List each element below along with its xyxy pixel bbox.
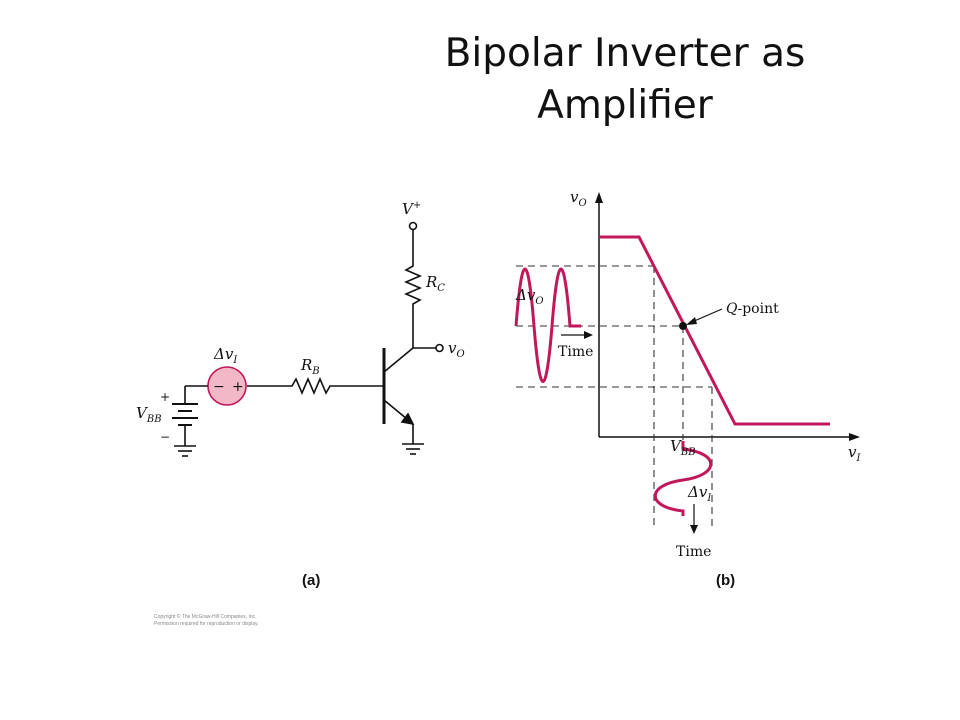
vbb-graph-label: VBB bbox=[670, 437, 696, 458]
graph-labels: vO vI Q-point ΔvO Time VBB ΔvI Time bbox=[515, 188, 861, 560]
title-line-2: Amplifier bbox=[537, 83, 713, 128]
transfer-curve bbox=[599, 235, 830, 426]
y-axis-label: vO bbox=[570, 188, 587, 209]
output-terminal bbox=[435, 343, 444, 353]
q-point-arrowhead bbox=[686, 317, 697, 325]
time-label-bottom: Time bbox=[676, 544, 711, 560]
emitter-arrow bbox=[400, 412, 415, 426]
caption-a: (a) bbox=[302, 572, 320, 589]
copyright-line-1: Copyright © The McGraw-Hill Companies, I… bbox=[154, 614, 257, 620]
vo-label: vO bbox=[448, 339, 465, 360]
transfer-graph bbox=[514, 192, 860, 534]
vbb-label: VBB bbox=[136, 404, 162, 425]
circuit-labels: V+ RC RB vO ΔvI − + + − VBB bbox=[136, 200, 465, 444]
dvo-label: ΔvO bbox=[515, 286, 544, 307]
q-point-dot bbox=[679, 322, 687, 330]
output-sinusoid bbox=[514, 267, 581, 383]
copyright-notice: Copyright © The McGraw-Hill Companies, I… bbox=[154, 614, 259, 628]
time-arrow-bottom-head bbox=[690, 525, 698, 534]
dvi-label: ΔvI bbox=[213, 345, 238, 366]
collector-diagonal bbox=[383, 347, 414, 373]
copyright-line-2: Permission required for reproduction or … bbox=[154, 621, 259, 627]
supply-terminal bbox=[408, 221, 418, 231]
slide-title: Bipolar Inverter as Amplifier bbox=[330, 28, 920, 132]
rc-resistor bbox=[403, 262, 423, 308]
time-arrow-left-head bbox=[584, 331, 593, 339]
source-minus: − bbox=[213, 379, 225, 395]
x-axis-arrow bbox=[849, 433, 860, 441]
battery-minus: − bbox=[160, 430, 170, 444]
guide-lines bbox=[516, 265, 713, 530]
source-plus: + bbox=[232, 379, 244, 395]
caption-b: (b) bbox=[716, 572, 735, 589]
rc-label: RC bbox=[425, 273, 445, 294]
circuit-diagram bbox=[172, 221, 444, 457]
time-label-left: Time bbox=[558, 344, 593, 360]
rb-resistor bbox=[288, 376, 335, 396]
input-sinusoid bbox=[653, 441, 713, 516]
battery-plus: + bbox=[160, 390, 170, 404]
q-point-label: Q-point bbox=[726, 301, 779, 317]
title-line-1: Bipolar Inverter as bbox=[444, 31, 806, 76]
rb-label: RB bbox=[300, 356, 320, 377]
q-point-pointer bbox=[691, 308, 723, 323]
dvi-graph-label: ΔvI bbox=[687, 483, 712, 504]
y-axis-arrow bbox=[595, 192, 603, 203]
x-axis-label: vI bbox=[848, 443, 861, 464]
supply-label: V+ bbox=[402, 200, 421, 218]
